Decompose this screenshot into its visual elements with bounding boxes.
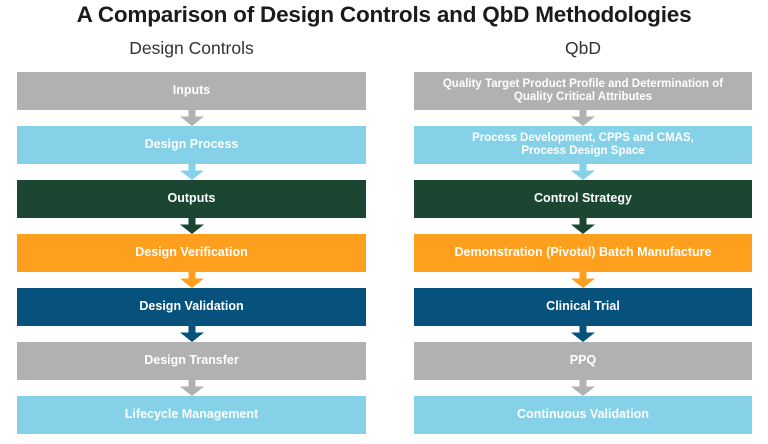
flow-step: Continuous Validation: [414, 396, 752, 434]
flow-step-label: Quality Target Product Profile and Deter…: [442, 78, 724, 103]
flow-arrow-down-icon: [570, 326, 596, 342]
flow-step-label: Continuous Validation: [517, 407, 649, 422]
flow-step: Process Development, CPPS and CMAS, Proc…: [414, 126, 752, 180]
flow-arrow-down-icon: [570, 164, 596, 180]
flow-step-label: Inputs: [172, 83, 211, 98]
flow-arrow-down-icon: [179, 218, 205, 234]
flow-arrow-down-icon: [179, 326, 205, 342]
flow-step: Control Strategy: [414, 180, 752, 234]
flow-step: Lifecycle Management: [17, 396, 366, 434]
column-header-design-controls: Design Controls: [129, 38, 254, 58]
flow-step-label: Outputs: [167, 191, 216, 206]
flow-step: Design Process: [17, 126, 366, 180]
flowchart-column-qbd: Quality Target Product Profile and Deter…: [414, 72, 752, 434]
flow-step-label: Process Development, CPPS and CMAS, Proc…: [472, 132, 694, 157]
column-header-qbd: QbD: [565, 38, 601, 58]
flow-step: Demonstration (Pivotal) Batch Manufactur…: [414, 234, 752, 288]
flow-step-label: Design Transfer: [144, 353, 239, 368]
flow-step-label: Design Verification: [135, 245, 248, 260]
flow-step-label: Clinical Trial: [546, 299, 620, 314]
flow-step-label: Demonstration (Pivotal) Batch Manufactur…: [454, 245, 712, 260]
flow-step: PPQ: [414, 342, 752, 396]
flow-step-label: Lifecycle Management: [124, 407, 259, 422]
flow-step-label: PPQ: [569, 353, 597, 368]
flow-step: Clinical Trial: [414, 288, 752, 342]
flow-step-label: Design Validation: [139, 299, 244, 314]
flow-arrow-down-icon: [179, 380, 205, 396]
flow-arrow-down-icon: [179, 272, 205, 288]
flow-step: Inputs: [17, 72, 366, 126]
flow-arrow-down-icon: [179, 110, 205, 126]
flow-arrow-down-icon: [570, 272, 596, 288]
flow-arrow-down-icon: [570, 380, 596, 396]
page-title: A Comparison of Design Controls and QbD …: [76, 2, 692, 27]
flow-arrow-down-icon: [570, 218, 596, 234]
flow-step-label: Control Strategy: [534, 191, 632, 206]
flow-step: Outputs: [17, 180, 366, 234]
flow-step: Design Transfer: [17, 342, 366, 396]
flow-step: Design Verification: [17, 234, 366, 288]
flow-arrow-down-icon: [179, 164, 205, 180]
flow-step-label: Design Process: [144, 137, 239, 152]
flow-step: Quality Target Product Profile and Deter…: [414, 72, 752, 126]
flow-step: Design Validation: [17, 288, 366, 342]
flow-arrow-down-icon: [570, 110, 596, 126]
